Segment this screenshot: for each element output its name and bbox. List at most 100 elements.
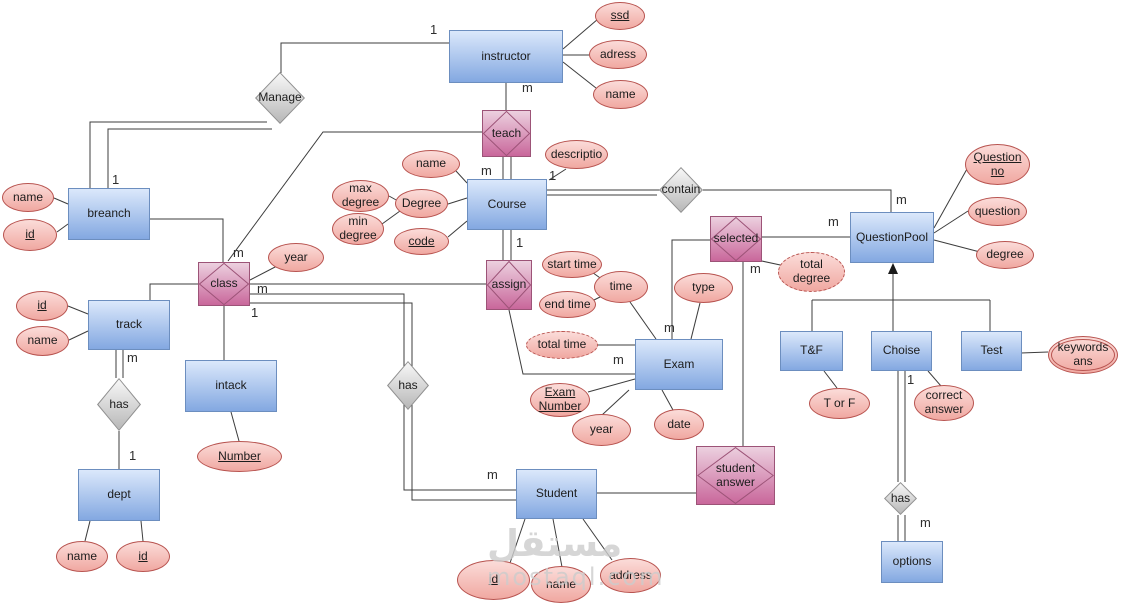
entity-instructor: instructor (449, 30, 563, 83)
attribute-student-id: id (457, 560, 530, 600)
connector (582, 518, 613, 561)
relationship-has-choise-options: has (884, 482, 917, 515)
connector (381, 210, 401, 225)
label: min degree (339, 214, 377, 242)
label: Degree (401, 195, 442, 210)
label: adress (599, 46, 637, 61)
entity-student: Student (516, 469, 597, 519)
attribute-dept-id: id (116, 541, 170, 572)
connector (703, 189, 892, 212)
attribute-time: time (594, 271, 648, 303)
cardinality-label: m (613, 352, 624, 367)
attribute-total-time: total time (526, 331, 598, 359)
label: Question no (973, 149, 1022, 178)
entity-test: Test (961, 331, 1022, 371)
attribute-instructor-name: name (593, 80, 648, 109)
label: id (138, 548, 148, 563)
label: dept (107, 487, 131, 502)
attribute-degree: Degree (395, 189, 448, 218)
label: correct answer (924, 388, 964, 416)
label: start time (547, 256, 597, 271)
inner-diamond (697, 447, 774, 504)
label: has (109, 396, 129, 411)
cardinality-label: 1 (129, 448, 137, 463)
connector (250, 302, 516, 501)
label: end time (544, 296, 591, 311)
label: track (115, 317, 142, 332)
entity-options: options (881, 541, 943, 583)
label: degree (986, 247, 1024, 262)
connector (447, 220, 468, 238)
attribute-question: question (968, 197, 1027, 226)
connector (150, 218, 224, 262)
label: max degree (341, 181, 380, 209)
cardinality-label: 1 (112, 172, 120, 187)
relationship-has-track-dept: has (97, 378, 141, 431)
connector (933, 210, 969, 234)
entity-track: track (88, 300, 170, 350)
label: intack (215, 378, 247, 393)
arrowhead-icon (888, 263, 898, 274)
label: time (609, 279, 633, 294)
cardinality-label: m (664, 320, 675, 335)
attribute-breanch-id: id (3, 219, 57, 251)
attribute-year-class: year (268, 243, 324, 272)
attribute-number: Number (197, 441, 282, 472)
attribute-date: date (654, 409, 704, 440)
attribute-min-degree: min degree (332, 213, 384, 245)
cardinality-label: 1 (907, 372, 915, 387)
inner-diamond (199, 263, 249, 305)
attribute-keywords-ans: keywords ans (1048, 336, 1118, 374)
label: T&F (800, 343, 823, 358)
attribute-exam-number: Exam Number (530, 383, 590, 417)
attribute-max-degree: max degree (332, 180, 389, 212)
label: id (488, 572, 499, 587)
label: teach (491, 125, 522, 140)
cardinality-label: m (522, 80, 533, 95)
connector (455, 170, 468, 184)
label: student answer (715, 460, 756, 489)
connector (548, 168, 567, 181)
connector (552, 518, 563, 568)
label: question (974, 203, 1021, 218)
label: address (609, 567, 652, 582)
cardinality-label: m (896, 192, 907, 207)
attribute-breanch-name: name (2, 183, 54, 212)
entity-exam: Exam (635, 339, 723, 390)
relationship-has-class-student: has (387, 361, 429, 410)
label: id (37, 298, 47, 313)
cardinality-label: 1 (549, 168, 557, 183)
connector (509, 518, 526, 564)
connector (227, 131, 482, 262)
connector (149, 283, 198, 300)
label: name (12, 189, 44, 204)
connector (230, 411, 240, 442)
label: has (398, 377, 418, 392)
connector (508, 309, 635, 375)
attribute-ssd: ssd (595, 2, 645, 30)
connector (823, 370, 838, 389)
connector (629, 301, 657, 340)
connector (601, 389, 630, 416)
cardinality-label: m (487, 467, 498, 482)
label: Student (535, 486, 578, 501)
connector (140, 520, 144, 542)
label: T or F (823, 395, 856, 410)
relationship-manage: Manage (255, 72, 305, 124)
attribute-question-no: Question no (965, 144, 1030, 185)
attribute-track-name: name (16, 326, 69, 356)
relationship-class: class (198, 262, 250, 306)
label: year (589, 422, 614, 437)
entity-questionpool: QuestionPool (850, 212, 934, 263)
attribute-course-name: name (402, 150, 460, 178)
label: Exam Number (538, 385, 582, 413)
label: total time (537, 337, 587, 352)
label: total degree (792, 257, 831, 285)
relationship-selected: selected (710, 216, 762, 262)
connector (280, 42, 450, 73)
label: Choise (882, 343, 921, 358)
connector (84, 520, 91, 542)
connector (927, 370, 942, 387)
relationship-student-answer: student answer (696, 446, 775, 505)
label: type (692, 280, 715, 295)
